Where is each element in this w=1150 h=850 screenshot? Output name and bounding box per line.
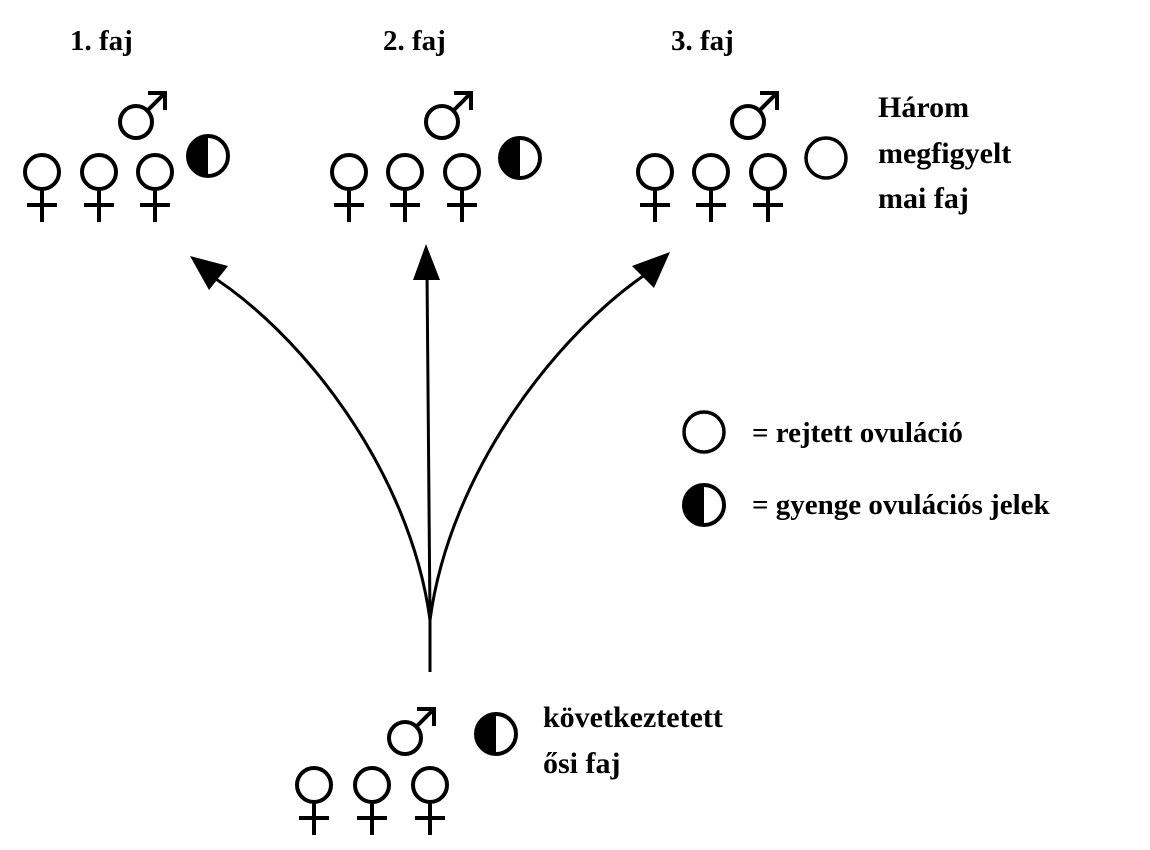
species-2-label: 2. faj bbox=[383, 25, 446, 57]
species-1-label: 1. faj bbox=[70, 25, 133, 57]
male-icon bbox=[387, 707, 436, 756]
ancestor-group bbox=[295, 707, 518, 837]
female-icon bbox=[692, 153, 730, 224]
species-3-group bbox=[636, 91, 848, 224]
modern-caption-line-1: Három bbox=[878, 91, 969, 124]
female-icon bbox=[386, 153, 424, 224]
arrow-to-species-3 bbox=[428, 268, 653, 621]
species-3-label: 3. faj bbox=[671, 25, 734, 57]
female-icon bbox=[295, 766, 333, 837]
modern-caption-line-2: megfigyelt bbox=[878, 137, 1011, 170]
legend-concealed-text: = rejtett ovuláció bbox=[752, 417, 963, 449]
arrow-to-species-2 bbox=[425, 271, 432, 621]
female-icon bbox=[443, 153, 481, 224]
species-1-group bbox=[23, 91, 230, 224]
arrowhead-icon bbox=[632, 252, 670, 288]
male-icon bbox=[424, 91, 473, 140]
arrowhead-icon bbox=[190, 256, 228, 290]
ancestor-caption-line-2: ősi faj bbox=[543, 747, 621, 780]
concealed-ovulation-icon bbox=[804, 136, 848, 180]
arrow-to-species-1 bbox=[204, 270, 432, 672]
legend: = rejtett ovuláció = gyenge ovulációs je… bbox=[682, 410, 1051, 527]
female-icon bbox=[80, 153, 118, 224]
species-2-group bbox=[330, 91, 542, 224]
weak-ovulation-icon bbox=[498, 136, 542, 180]
ancestor-caption-line-1: következtetett bbox=[543, 701, 723, 734]
female-icon bbox=[353, 766, 391, 837]
female-icon bbox=[749, 153, 787, 224]
female-icon bbox=[330, 153, 368, 224]
weak-ovulation-icon bbox=[474, 712, 518, 756]
phylogeny-arrows bbox=[190, 244, 670, 672]
concealed-ovulation-legend-icon bbox=[682, 410, 726, 454]
weak-ovulation-icon bbox=[186, 134, 230, 178]
female-icon bbox=[136, 153, 174, 224]
arrowhead-icon bbox=[413, 244, 440, 280]
male-icon bbox=[118, 91, 167, 140]
weak-ovulation-legend-icon bbox=[682, 483, 726, 527]
legend-weak-text: = gyenge ovulációs jelek bbox=[752, 489, 1051, 521]
female-icon bbox=[636, 153, 674, 224]
female-icon bbox=[411, 766, 449, 837]
male-icon bbox=[730, 91, 779, 140]
female-icon bbox=[23, 153, 61, 224]
modern-caption-line-3: mai faj bbox=[878, 182, 969, 215]
